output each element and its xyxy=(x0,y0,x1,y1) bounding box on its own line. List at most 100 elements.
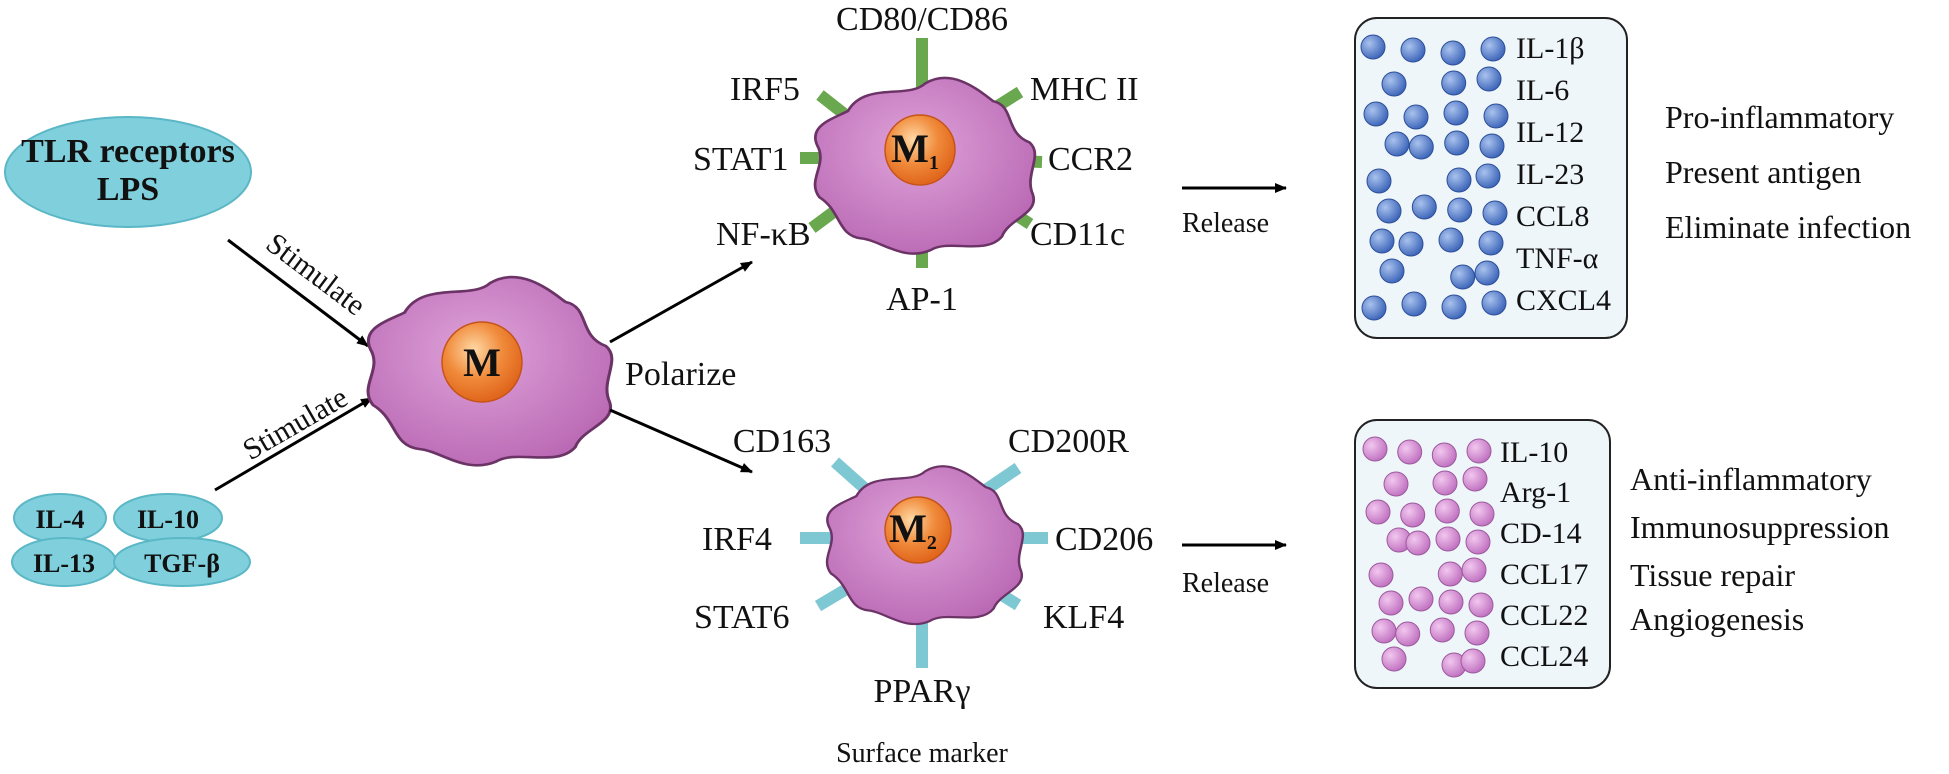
m1-granule-dot xyxy=(1369,228,1395,254)
m2-cytokine-1: Arg-1 xyxy=(1500,476,1571,509)
m1-granule-dot xyxy=(1361,295,1387,321)
m1-granule-dot xyxy=(1360,34,1386,60)
polarize-up-arrow xyxy=(609,260,753,344)
m2-granule-dot xyxy=(1468,592,1494,618)
m2-granule-dot xyxy=(1362,436,1388,462)
tlr-lps-group: TLR receptors LPS xyxy=(4,116,252,228)
m1-granule-dot xyxy=(1446,167,1472,193)
m1-cytokine-6: CXCL4 xyxy=(1516,284,1611,317)
m1-marker-mhc-ii: MHC II xyxy=(1030,71,1139,108)
m2-cytokine-3: CCL17 xyxy=(1500,558,1588,591)
m1-granule-dot xyxy=(1476,66,1502,92)
m2-granule-dot xyxy=(1429,617,1455,643)
release-m1-label: Release xyxy=(1182,208,1269,239)
m2-marker-cd200r: CD200R xyxy=(1008,423,1129,460)
surface-marker-caption: Surface marker xyxy=(836,738,1008,769)
m1-function-list: Pro-inflammatory Present antigen Elimina… xyxy=(1665,99,1911,245)
cytokine-stimuli-group: IL-4 IL-10 IL-13 TGF-β xyxy=(11,493,251,587)
m2-function-list: Anti-inflammatory Immunosuppression Tiss… xyxy=(1630,461,1890,637)
m2-marker-cd206: CD206 xyxy=(1055,521,1153,558)
m2-granule-dot xyxy=(1460,648,1486,674)
m2-marker-klf4: KLF4 xyxy=(1043,599,1124,636)
m2-cytokine-0: IL-10 xyxy=(1500,436,1568,469)
m2-marker-labels: CD163 CD200R IRF4 CD206 STAT6 KLF4 PPARγ xyxy=(694,423,1153,710)
m2-granule-dot xyxy=(1395,621,1421,647)
tgfb-label: TGF-β xyxy=(144,549,220,578)
m1-secreted-granules xyxy=(1360,34,1509,321)
m1-granule-dot xyxy=(1400,37,1426,63)
m2-granule-dot xyxy=(1397,439,1423,465)
m2-nucleus xyxy=(884,496,952,564)
m2-granule-dot xyxy=(1466,438,1492,464)
m2-granule-dot xyxy=(1381,646,1407,672)
il10-label: IL-10 xyxy=(137,505,199,534)
m2-marker-irf4: IRF4 xyxy=(702,521,772,558)
m1-granule-dot xyxy=(1440,40,1466,66)
m2-cytokine-box xyxy=(1354,419,1611,689)
tgfb-ellipse xyxy=(113,537,251,587)
m1-marker-nfkb: NF-κB xyxy=(716,216,811,253)
m1-granule-dot xyxy=(1363,101,1389,127)
m1-marker-irf5: IRF5 xyxy=(730,71,800,108)
m2-granule-dot xyxy=(1400,502,1426,528)
m1-granule-dot xyxy=(1447,197,1473,223)
m1-marker-cd11c: CD11c xyxy=(1030,216,1125,253)
il13-label: IL-13 xyxy=(33,549,95,578)
m2-function-0: Anti-inflammatory xyxy=(1630,461,1872,497)
m1-marker-ap1: AP-1 xyxy=(886,281,958,318)
m1-granule-dot xyxy=(1441,294,1467,320)
m2-cytokine-2: CD-14 xyxy=(1500,517,1582,550)
m1-granule-dot xyxy=(1366,168,1392,194)
m2-granule-dot xyxy=(1464,620,1490,646)
m2-function-3: Angiogenesis xyxy=(1630,601,1804,637)
m2-granule-dot xyxy=(1465,529,1491,555)
m1-cytokine-list: IL-1β IL-6 IL-12 IL-23 CCL8 TNF-α CXCL4 xyxy=(1516,32,1611,317)
m1-granule-dot xyxy=(1481,290,1507,316)
m2-granule-dot xyxy=(1408,586,1434,612)
m1-granule-dot xyxy=(1474,260,1500,286)
m1-granule-dot xyxy=(1379,258,1405,284)
m2-granule-dot xyxy=(1435,526,1461,552)
m1-marker-ccr2: CCR2 xyxy=(1048,141,1133,178)
m2-function-1: Immunosuppression xyxy=(1630,509,1890,545)
m1-granule-dot xyxy=(1411,194,1437,220)
m1-function-1: Present antigen xyxy=(1665,154,1861,190)
m2-function-2: Tissue repair xyxy=(1630,557,1795,593)
m2-granule-dot xyxy=(1378,590,1404,616)
m1-granule-dot xyxy=(1483,103,1509,129)
m2-granule-dot xyxy=(1462,466,1488,492)
polarize-down-arrow xyxy=(609,408,753,474)
m1-cytokine-3: IL-23 xyxy=(1516,158,1584,191)
m2-granule-dot xyxy=(1438,589,1464,615)
m1-cytokine-4: CCL8 xyxy=(1516,200,1589,233)
m2-secreted-granules xyxy=(1362,436,1495,678)
m1-granule-dot xyxy=(1479,133,1505,159)
m1-nucleus xyxy=(884,114,956,186)
m1-granule-dot xyxy=(1443,100,1469,126)
m2-cytokine-list: IL-10 Arg-1 CD-14 CCL17 CCL22 CCL24 xyxy=(1500,436,1588,673)
m1-granule-dot xyxy=(1475,163,1501,189)
m1-cytokine-2: IL-12 xyxy=(1516,116,1584,149)
m2-cytokine-5: CCL24 xyxy=(1500,640,1588,673)
m1-granule-dot xyxy=(1381,71,1407,97)
m2-granule-dot xyxy=(1431,442,1457,468)
tlr-receptor-ellipse xyxy=(4,116,252,228)
m2-granule-dot xyxy=(1432,470,1458,496)
m1-granule-dot xyxy=(1478,230,1504,256)
m2-granule-dot xyxy=(1434,498,1460,524)
m1-function-0: Pro-inflammatory xyxy=(1665,99,1894,135)
m2-granule-dot xyxy=(1469,501,1495,527)
m1-granule-dot xyxy=(1480,36,1506,62)
stimulate-bottom-arrow xyxy=(214,396,373,492)
m1-cytokine-0: IL-1β xyxy=(1516,32,1585,65)
m1-function-2: Eliminate infection xyxy=(1665,209,1911,245)
m1-granule-dot xyxy=(1444,130,1470,156)
m2-granule-dot xyxy=(1383,471,1409,497)
m1-marker-stat1: STAT1 xyxy=(693,141,789,178)
m1-granule-dot xyxy=(1408,134,1434,160)
m2-granule-dot xyxy=(1405,530,1431,556)
m1-cytokine-1: IL-6 xyxy=(1516,74,1569,107)
lps-label: LPS xyxy=(97,171,159,208)
m2-marker-cd163: CD163 xyxy=(733,423,831,460)
